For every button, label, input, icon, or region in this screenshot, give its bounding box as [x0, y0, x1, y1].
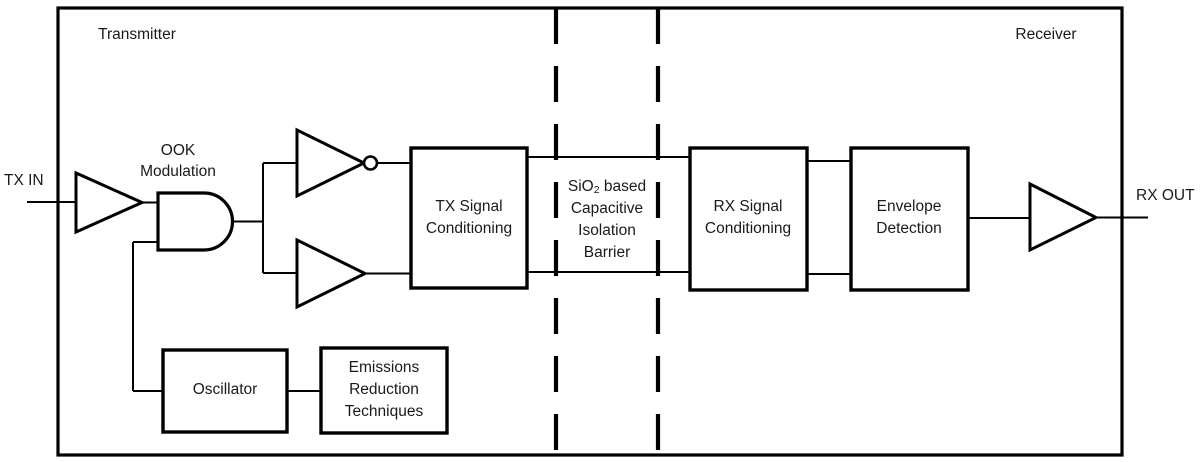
and-gate-icon: [156, 191, 235, 252]
emissions-reduction-label-line1: Emissions: [348, 359, 420, 376]
tx-signal-conditioning-label-line2: Conditioning: [425, 220, 513, 237]
isolation-barrier-label-line4: Barrier: [583, 244, 631, 261]
barrier-subscript: 2: [593, 184, 600, 196]
output-buffer-icon: [1028, 181, 1100, 253]
tx-signal-conditioning-label-line1: TX Signal: [435, 198, 503, 215]
port-label-rx-out: RX OUT: [1136, 187, 1195, 204]
section-label-transmitter: Transmitter: [98, 26, 176, 43]
envelope-detection-label-line1: Envelope: [876, 198, 942, 215]
barrier-sio-text: SiO: [567, 178, 594, 195]
input-buffer-icon: [74, 170, 146, 235]
barrier-based-text: based: [599, 178, 647, 195]
rx-signal-conditioning-label-line1: RX Signal: [713, 198, 783, 215]
section-label-receiver: Receiver: [1015, 26, 1077, 43]
rx-signal-conditioning-label-line2: Conditioning: [704, 220, 792, 237]
rx-signal-conditioning-block: [688, 146, 809, 292]
buffer-icon: [295, 237, 369, 310]
inverter-icon: [295, 127, 368, 199]
port-label-tx-in: TX IN: [4, 172, 44, 189]
isolation-barrier-label-line3: Isolation: [578, 222, 636, 239]
and-gate-label-line2: Modulation: [140, 163, 216, 180]
envelope-detection-label-line2: Detection: [876, 220, 942, 237]
envelope-detection-block: [849, 146, 970, 292]
emissions-reduction-label-line3: Techniques: [344, 403, 424, 420]
emissions-reduction-block: [319, 346, 449, 435]
and-gate-label-line1: OOK: [160, 142, 196, 159]
isolation-barrier-label-line2: Capacitive: [570, 200, 644, 217]
device-boundary: [56, 6, 1124, 457]
isolation-barrier-label-line1: SiO2 based: [568, 178, 646, 197]
inverter-bubble-icon: [362, 155, 379, 171]
emissions-reduction-label-line2: Reduction: [349, 381, 419, 398]
oscillator-block: [161, 348, 289, 434]
tx-signal-conditioning-block: [409, 146, 529, 290]
oscillator-label: Oscillator: [192, 381, 258, 398]
